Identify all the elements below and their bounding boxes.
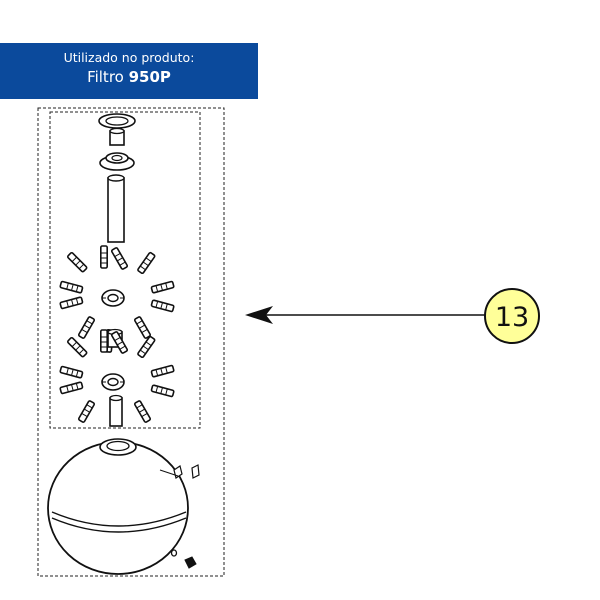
product-prefix: Filtro (87, 68, 124, 86)
distributor-head (99, 152, 135, 171)
internal-assembly-frame (49, 111, 201, 429)
banner-caption: Utilizado no produto: (63, 50, 195, 65)
outer-dashed-frame (37, 107, 225, 577)
filter-tank (47, 438, 200, 575)
pointer-arrow (245, 306, 485, 324)
callout-number: 13 (495, 302, 529, 333)
product-model: 950P (128, 68, 171, 86)
collar-piece (109, 127, 125, 146)
product-banner: Utilizado no produto: Filtro 950P (0, 43, 258, 99)
gasket-ring (98, 113, 136, 129)
banner-product-name: Filtro 950P (0, 68, 258, 86)
bottom-pipe (109, 394, 123, 427)
central-pipe (107, 174, 125, 243)
callout-13: 13 (484, 288, 540, 344)
